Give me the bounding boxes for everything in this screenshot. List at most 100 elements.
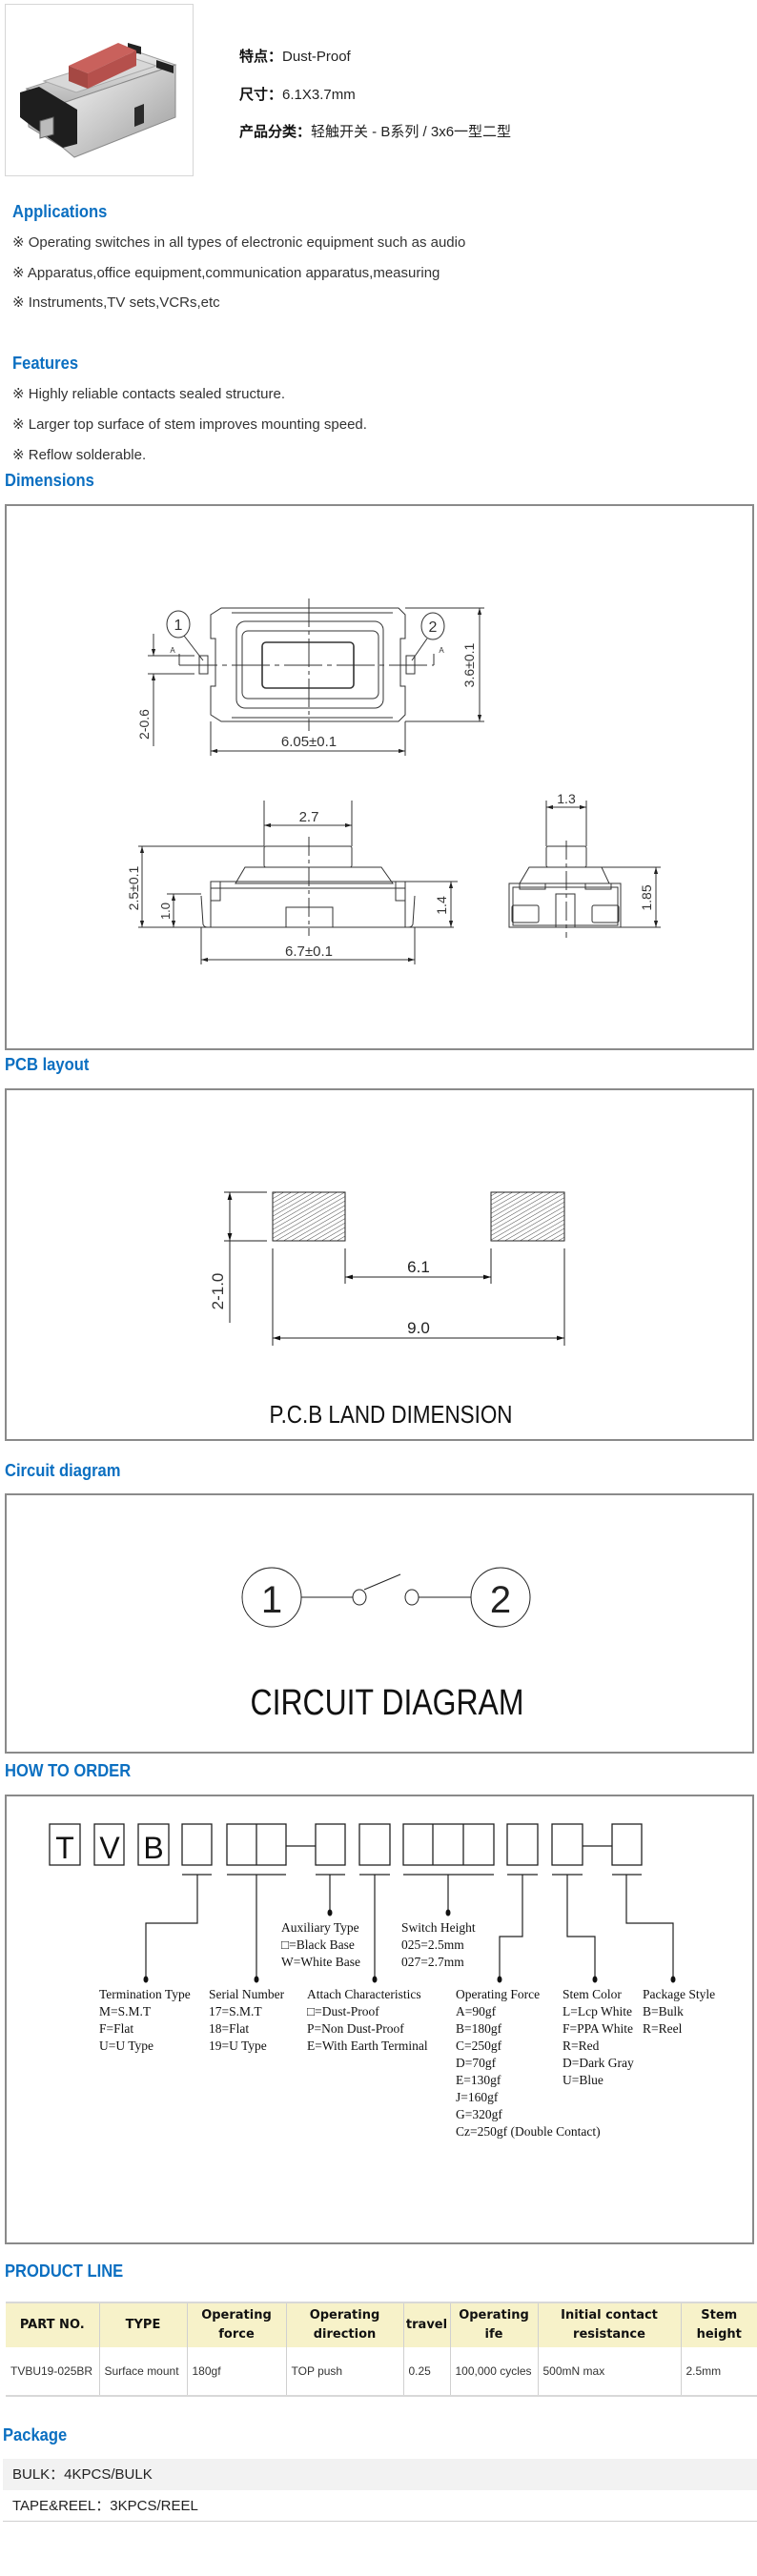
pin2-label: 2 — [429, 619, 438, 636]
legend-option: B=180gf — [456, 2021, 502, 2036]
top-view: 1 2 A A 2-0.6 3.6±0.1 6.05±0.1 — [136, 598, 484, 756]
pad-left — [272, 1191, 346, 1242]
spec-value: 6.1X3.7mm — [282, 87, 356, 103]
package-item-bulk: BULK：4KPCS/BULK — [3, 2459, 757, 2490]
legend-option: 19=U Type — [209, 2038, 267, 2053]
legend-option: W=White Base — [281, 1955, 360, 1969]
cell-travel: 0.25 — [402, 2347, 450, 2397]
leader-lines — [145, 1874, 674, 1979]
body-height-label: 3.6±0.1 — [461, 642, 477, 687]
legend-option: B=Bulk — [643, 2004, 684, 2018]
feature-item: ※ Reflow solderable. — [12, 447, 147, 463]
pcb-layout-heading: PCB layout — [5, 1055, 90, 1074]
package-item-reel: TAPE&REEL：3KPCS/REEL — [3, 2490, 757, 2522]
legend-title: Package Style — [643, 1987, 716, 2001]
legend-option: R=Reel — [643, 2021, 683, 2036]
pcb-drawing: 2-1.0 6.1 9.0 P.C.B LAND DIMENSION — [5, 1088, 754, 1441]
column-header: Operating force — [186, 2302, 286, 2347]
applications-heading: Applications — [12, 202, 108, 221]
spec-label: 产品分类： — [239, 124, 312, 140]
column-header: Stem height — [680, 2302, 757, 2347]
body-width-label: 6.05±0.1 — [281, 734, 337, 750]
legend-title: Stem Color — [563, 1987, 622, 2001]
application-item: ※ Instruments,TV sets,VCRs,etc — [12, 294, 220, 311]
spec-label: 尺寸： — [239, 87, 283, 103]
leader-dots — [143, 1909, 676, 1983]
application-item: ※ Apparatus,office equipment,communicati… — [12, 265, 440, 281]
package-heading: Package — [3, 2425, 68, 2444]
order-code-svg: T V B — [49, 1823, 676, 1983]
order-code-diagram: T V B — [5, 1795, 754, 2244]
circuit-diagram-heading: Circuit diagram — [5, 1461, 121, 1480]
column-header: PART NO. — [6, 2302, 99, 2347]
pcb-svg: 2-1.0 6.1 9.0 P.C.B LAND DIMENSION — [209, 1191, 565, 1429]
prefix-letter: B — [143, 1831, 163, 1865]
legend-title: Operating Force — [456, 1987, 541, 2001]
legend-option: U=Blue — [563, 2073, 604, 2087]
legend-option: U=U Type — [99, 2038, 154, 2053]
spec-category: 产品分类：轻触开关 - B系列 / 3x6一型二型 — [239, 123, 511, 142]
section-a-right: A — [439, 646, 444, 655]
dimensions-drawing: 1 2 A A 2-0.6 3.6±0.1 6.05±0.1 — [5, 504, 754, 1050]
cell-contact-resistance: 500mN max — [537, 2347, 681, 2397]
stem-side-label: 1.3 — [557, 791, 576, 806]
legend-option: 18=Flat — [209, 2021, 250, 2036]
legend-option: 025=2.5mm — [401, 1937, 464, 1952]
circuit-caption: CIRCUIT DIAGRAM — [251, 1683, 524, 1723]
feature-item: ※ Highly reliable contacts sealed struct… — [12, 386, 286, 402]
column-header: Initial contact resistance — [537, 2302, 681, 2347]
legend-option: D=Dark Gray — [563, 2056, 634, 2070]
circuit-svg: 1 2 CIRCUIT DIAGRAM — [241, 1567, 531, 1723]
legend-option: □=Dust-Proof — [307, 2004, 379, 2018]
legend-option: 027=2.7mm — [401, 1955, 464, 1969]
legend-option: F=Flat — [99, 2021, 134, 2036]
legend-option: E=130gf — [456, 2073, 501, 2087]
legend-option: P=Non Dust-Proof — [307, 2021, 404, 2036]
circuit-drawing: 1 2 CIRCUIT DIAGRAM — [5, 1493, 754, 1754]
legend-option: D=70gf — [456, 2056, 497, 2070]
legend-option: G=320gf — [456, 2107, 502, 2121]
legend-option: A=90gf — [456, 2004, 497, 2018]
cell-type: Surface mount — [98, 2347, 187, 2397]
spec-value: Dust-Proof — [282, 49, 351, 65]
pin1-label: 1 — [174, 618, 183, 634]
side-view: 2.7 2.5±0.1 1.0 1.4 6.7±0.1 — [126, 801, 458, 964]
legend-title: Attach Characteristics — [307, 1987, 421, 2001]
spec-label: 特点： — [239, 49, 283, 65]
legend-option: Cz=250gf (Double Contact) — [456, 2124, 601, 2139]
pin1-number: 1 — [261, 1579, 282, 1621]
table-row: TVBU19-025BR Surface mount 180gf TOP pus… — [6, 2347, 757, 2397]
total-height-label: 2.5±0.1 — [126, 865, 141, 910]
product-image — [5, 4, 194, 176]
legend-title: Auxiliary Type — [281, 1920, 359, 1935]
cell-stem-height: 2.5mm — [680, 2347, 757, 2397]
pad-right — [490, 1191, 565, 1242]
legend-option: R=Red — [563, 2038, 600, 2053]
code-slots — [181, 1823, 643, 1866]
dimension-svg: 1 2 A A 2-0.6 3.6±0.1 6.05±0.1 — [126, 598, 661, 964]
column-header: Operating direction — [285, 2302, 403, 2347]
side-height-label: 1.85 — [639, 884, 654, 910]
column-header: TYPE — [98, 2302, 187, 2347]
pin2-number: 2 — [490, 1579, 511, 1621]
switch-lever — [363, 1573, 401, 1591]
cell-part-no: TVBU19-025BR — [6, 2347, 99, 2397]
spec-feature: 特点：Dust-Proof — [239, 48, 351, 67]
pad-size-label: 2-1.0 — [209, 1273, 227, 1310]
how-to-order-heading: HOW TO ORDER — [5, 1761, 132, 1780]
cell-operating-life: 100,000 cycles — [449, 2347, 538, 2397]
product-line-heading: PRODUCT LINE — [5, 2262, 124, 2281]
features-heading: Features — [12, 354, 79, 373]
cell-operating-direction: TOP push — [285, 2347, 403, 2397]
legend-title: Termination Type — [99, 1987, 191, 2001]
spec-value: 轻触开关 - B系列 / 3x6一型二型 — [311, 124, 512, 140]
dimensions-heading: Dimensions — [5, 471, 94, 490]
prefix-letter: T — [55, 1831, 74, 1865]
